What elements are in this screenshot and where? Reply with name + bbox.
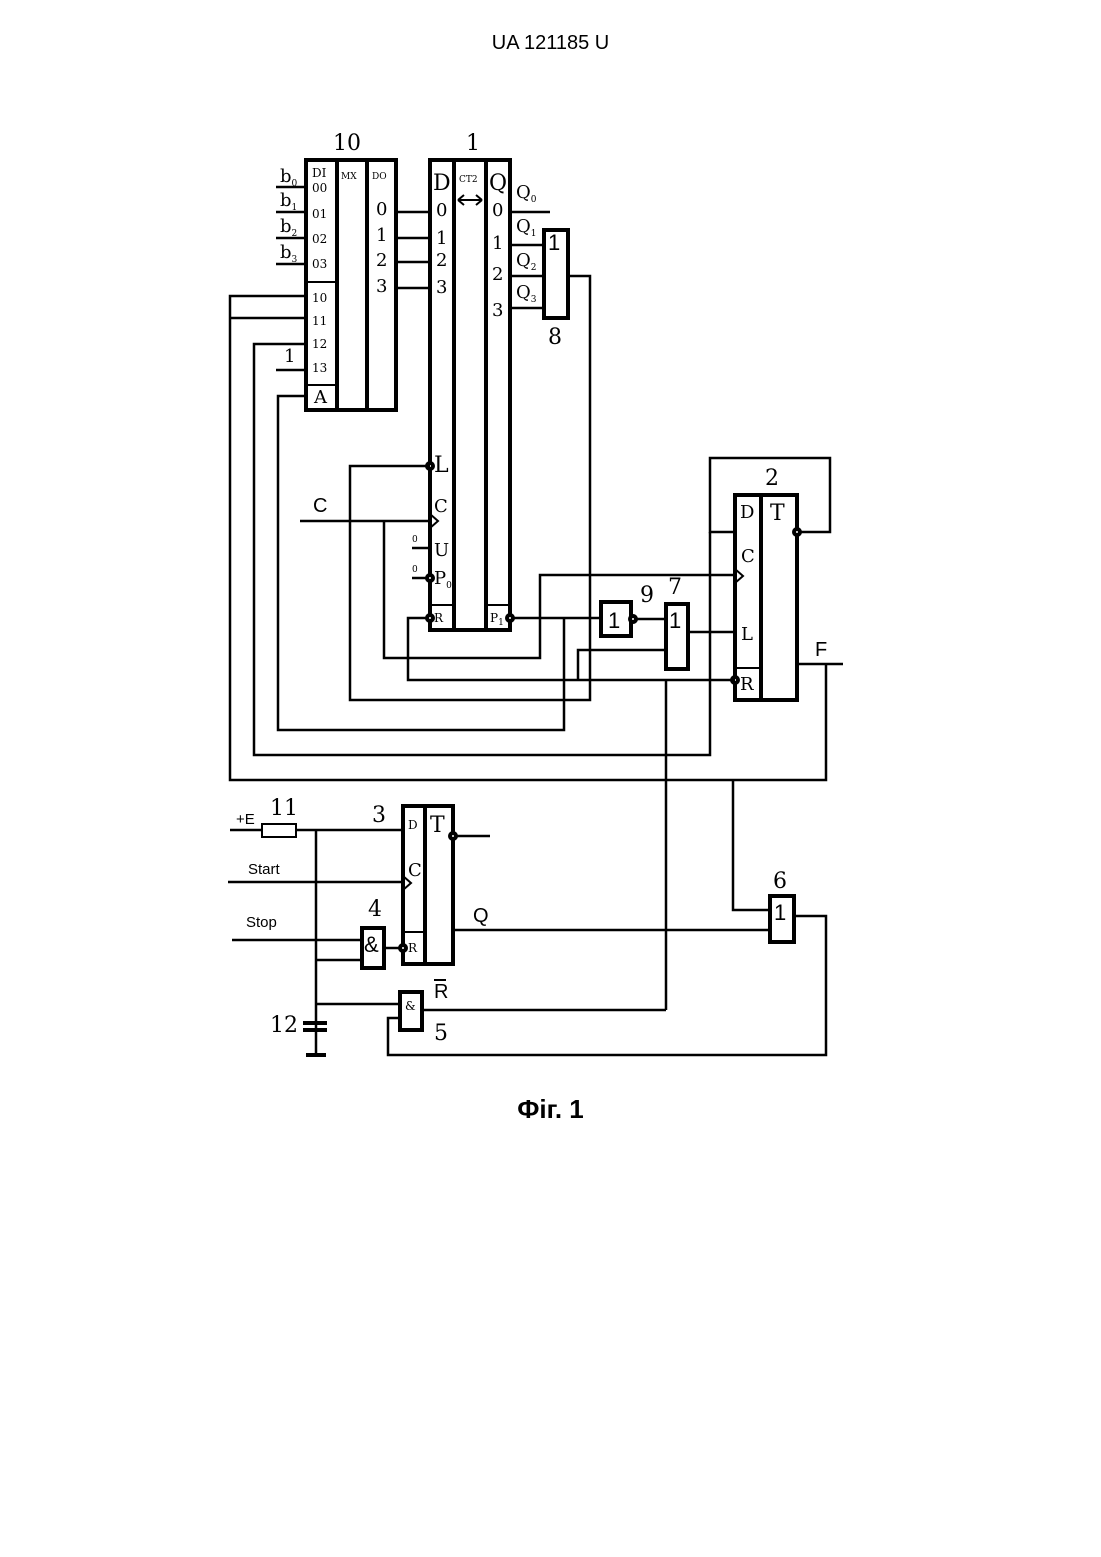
block-1-l-label: L (434, 453, 449, 478)
b0-label: b0 (280, 166, 298, 189)
f-output-label: F (815, 639, 827, 661)
block-3-number: 3 (372, 803, 386, 828)
block-1-in-2: 2 (436, 250, 447, 271)
block-1-in-1: 1 (436, 228, 447, 249)
b-inputs: b0 b1 b2 b3 1 (276, 166, 306, 370)
stop-label: Stop (246, 914, 277, 931)
block-10-in-10: 10 (312, 291, 327, 305)
block-10-multiplexer: 10 DI MX DO 00 01 02 03 10 11 12 13 A 0 … (306, 131, 396, 410)
gate-7-number: 7 (668, 575, 682, 600)
block-1-out-2: 2 (492, 264, 503, 285)
block-2-number: 2 (765, 466, 779, 491)
gate-9-number: 9 (640, 583, 654, 608)
clock-c-label: C (313, 495, 327, 517)
q3-label: Q3 (516, 282, 537, 305)
control-section: +E 11 12 Start Stop 3 D T C R Q & (228, 796, 826, 1055)
gate-6-number: 6 (773, 869, 787, 894)
block-10-number: 10 (333, 131, 361, 156)
block-1-c-label: C (434, 496, 448, 517)
block-1-counter: 1 D CT2 Q 0 1 2 3 0 1 2 3 L C U P0 R P1 … (412, 131, 513, 630)
block-3-r-label: R (408, 941, 418, 955)
supply-e-label: +E (236, 811, 255, 828)
block-10-in-00: 00 (312, 181, 327, 195)
gate-4-number: 4 (368, 897, 382, 922)
block-3-c-label: C (408, 860, 422, 881)
gate-9-not: 1 9 (601, 583, 654, 636)
capacitor-12-number: 12 (270, 1013, 298, 1038)
gate-8-symbol: 1 (548, 230, 560, 255)
block-3-d-label: D (408, 818, 418, 832)
block-1-u-label: U (434, 540, 449, 561)
block-1-p0-label: P0 (434, 568, 452, 591)
gate-7-or: 1 7 (666, 575, 688, 669)
block-2-r-label: R (740, 674, 754, 695)
gate-5-symbol: & (405, 999, 416, 1013)
block-10-in-11: 11 (312, 314, 327, 328)
block-10-out-1: 1 (376, 225, 387, 246)
start-label: Start (248, 861, 281, 878)
resistor-11 (262, 824, 296, 837)
block-1-in-3: 3 (436, 277, 447, 298)
figure-caption: Фіг. 1 (0, 1094, 1101, 1125)
q0-label: Q0 (516, 182, 537, 205)
block-10-in-12: 12 (312, 337, 327, 351)
mx-to-counter-wires (396, 212, 430, 288)
block-1-number: 1 (466, 131, 480, 156)
block-10-in-02: 02 (312, 232, 327, 246)
b3-label: b3 (280, 242, 298, 265)
block-10-out-2: 2 (376, 250, 387, 271)
block-2-c-label: C (741, 546, 755, 567)
block-1-ct-label: CT2 (459, 175, 478, 185)
r-bar-label: R (434, 981, 448, 1003)
gate-8-or: 1 8 (544, 230, 568, 350)
block-10-out-0: 0 (376, 199, 387, 220)
block-1-u-zero: 0 (412, 535, 418, 545)
q1-label: Q1 (516, 216, 537, 239)
b1-label: b1 (280, 190, 297, 213)
resistor-11-number: 11 (270, 796, 298, 821)
block-1-out-3: 3 (492, 300, 503, 321)
block-10-in-13: 13 (312, 361, 327, 375)
block-1-out-0: 0 (492, 200, 503, 221)
gate-9-symbol: 1 (608, 608, 620, 633)
gate-6-symbol: 1 (774, 900, 786, 925)
trigger-3-q-label: Q (473, 905, 489, 927)
block-2-t-label: T (770, 501, 785, 526)
block-3-t-label: T (430, 813, 445, 838)
block-2-d-label: D (740, 502, 754, 523)
block-10-do-label: DO (372, 172, 387, 182)
gate-5-number: 5 (434, 1021, 448, 1046)
b2-label: b2 (280, 216, 297, 239)
block-10-mx-label: MX (341, 172, 357, 182)
block-10-a-label: A (313, 387, 328, 408)
gate-4-symbol: & (364, 932, 379, 957)
block-1-r-label: R (434, 611, 444, 625)
block-1-q-label: Q (489, 171, 507, 196)
block-1-pr-label: P1 (490, 611, 504, 628)
block-1-out-1: 1 (492, 233, 503, 254)
block-1-p0-zero: 0 (412, 565, 418, 575)
block-10-in-03: 03 (312, 257, 327, 271)
q2-label: Q2 (516, 250, 537, 273)
block-2-trigger: 2 D T C L R (732, 466, 800, 700)
input-13-one: 1 (284, 346, 295, 367)
block-1-in-0: 0 (436, 200, 447, 221)
gate-8-number: 8 (548, 325, 562, 350)
gate-7-symbol: 1 (669, 608, 681, 633)
block-10-di-label: DI (312, 166, 327, 180)
block-10-in-01: 01 (312, 207, 327, 221)
block-10-out-3: 3 (376, 276, 387, 297)
block-1-d-label: D (433, 171, 451, 196)
block-2-l-label: L (741, 624, 753, 645)
